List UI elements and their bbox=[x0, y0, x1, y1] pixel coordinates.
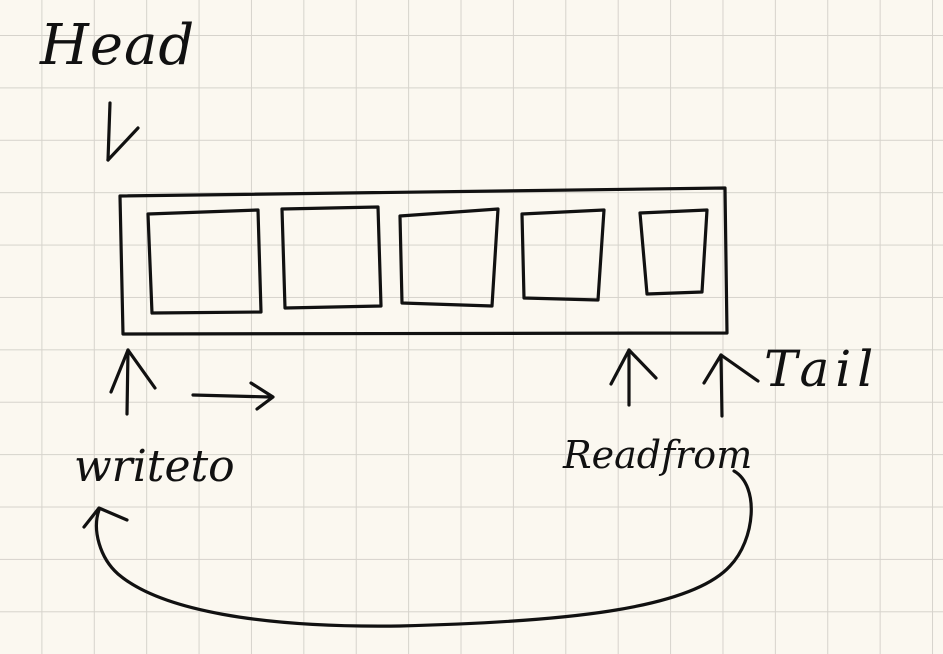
buffer-slot bbox=[146, 208, 263, 315]
tail-arrow bbox=[702, 353, 760, 418]
write-direction-arrow bbox=[191, 381, 275, 411]
buffer-slot bbox=[520, 208, 606, 302]
buffer-slots bbox=[146, 205, 709, 315]
write-pointer-arrow bbox=[109, 348, 157, 416]
read-from-label: Readfrom bbox=[563, 433, 753, 477]
buffer-slot bbox=[398, 207, 500, 308]
write-to-label: writeto bbox=[74, 441, 235, 492]
buffer-slot bbox=[280, 205, 383, 310]
head-arrow bbox=[106, 101, 140, 162]
buffer-outline bbox=[118, 186, 729, 336]
tail-label: Tail bbox=[764, 340, 880, 398]
read-pointer-arrow bbox=[609, 348, 658, 407]
buffer-slot bbox=[638, 208, 709, 296]
head-label: Head bbox=[40, 13, 196, 78]
wraparound-arrow bbox=[82, 469, 753, 628]
